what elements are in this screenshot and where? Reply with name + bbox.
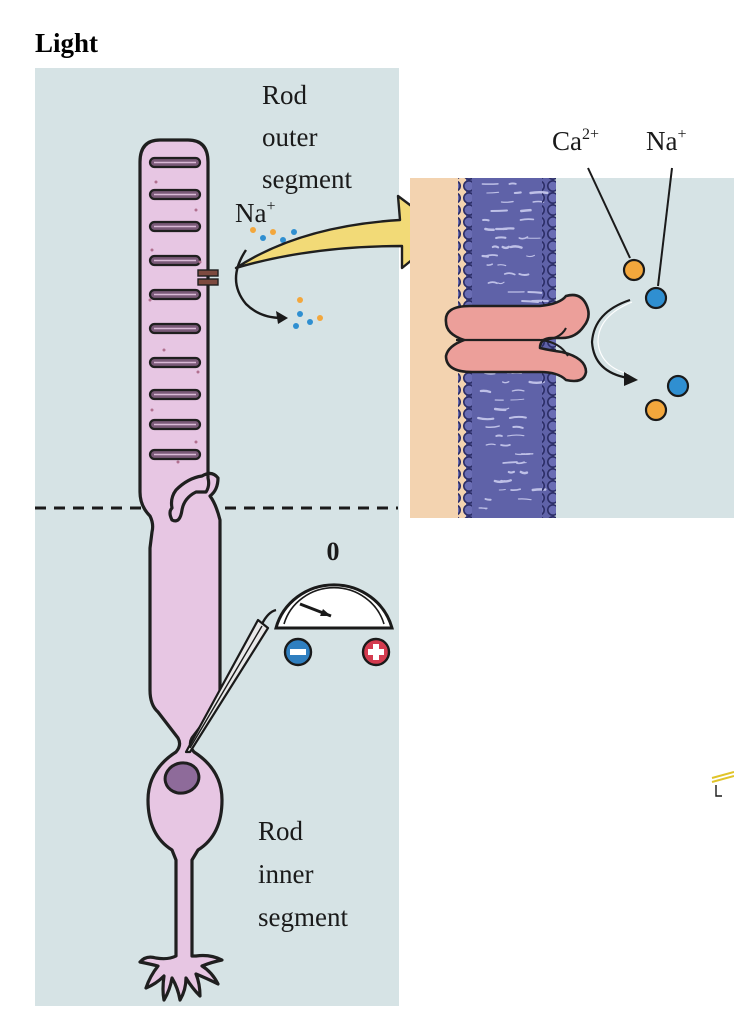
lipid-streak — [501, 245, 510, 250]
lipid-streak — [486, 191, 500, 194]
lipid-streak — [507, 470, 516, 474]
lipid-streak — [502, 227, 515, 231]
lipid-streak — [532, 200, 545, 203]
ca-leader-line — [587, 167, 631, 259]
lipid-streak — [507, 434, 525, 437]
outer-segment-label: Rod outer segment — [262, 80, 352, 194]
voltmeter: 0 — [184, 537, 394, 754]
lipid-streak — [477, 416, 495, 421]
lipid-streak — [497, 264, 507, 267]
lipid-streak — [502, 380, 510, 384]
rod-membrane-channel — [197, 269, 219, 286]
lipid-streak — [503, 272, 516, 276]
lipid-streak — [500, 479, 512, 483]
lipid-streak — [519, 218, 535, 221]
lipid-streak — [484, 498, 492, 501]
sodium-ion-outside — [644, 286, 668, 310]
lipid-streak — [527, 290, 543, 294]
channel-inset — [410, 167, 734, 518]
lipid-streak — [491, 245, 500, 249]
sodium-ion-inside — [666, 374, 690, 398]
lipid-streak — [500, 200, 514, 203]
lipid-streak — [518, 273, 530, 276]
lipid-streak — [497, 281, 505, 285]
lipid-streak — [526, 254, 536, 258]
lipid-streak — [486, 263, 494, 266]
lipid-streak — [528, 380, 545, 385]
lipid-streak — [510, 488, 522, 491]
lipid-streak — [512, 425, 524, 429]
meter-reading: 0 — [327, 537, 340, 566]
lipid-streak — [490, 209, 508, 212]
lipid-streak — [498, 488, 506, 491]
lipid-streak — [508, 415, 527, 419]
lipid-streak — [500, 444, 511, 447]
inset-ion-flow-arrow — [590, 298, 631, 380]
lipid-streak — [509, 245, 523, 249]
cropped-edge-fragment — [711, 771, 734, 797]
lipid-streak — [487, 281, 498, 285]
rod-cell-outline — [138, 138, 224, 1002]
lipid-streak — [508, 182, 517, 185]
lipid-streak — [484, 227, 495, 232]
minus-circle-icon — [283, 637, 313, 667]
lipid-streak — [518, 236, 529, 240]
disc-stack — [148, 156, 202, 461]
ion-flow-arrowhead — [276, 311, 288, 324]
lipid-streak — [493, 407, 507, 412]
lipid-streak — [485, 443, 496, 446]
sodium-label-inset: Na+ — [646, 126, 687, 156]
cng-channel-protein — [444, 293, 590, 383]
rod-cell — [138, 138, 224, 1002]
calcium-label: Ca2+ — [552, 126, 599, 156]
inner-segment-label: Rod inner segment — [258, 816, 348, 932]
lipid-streak — [485, 254, 498, 257]
lipid-streak — [511, 389, 525, 392]
lipid-streak — [485, 425, 500, 428]
lipid-streak — [502, 461, 518, 464]
lipid-streak — [513, 191, 522, 195]
lipid-streak — [495, 236, 507, 240]
ion-dots-inside — [293, 297, 323, 329]
plus-circle-icon — [361, 637, 391, 667]
lipid-streak — [520, 208, 532, 213]
inset-ion-flow-arrowhead — [624, 372, 638, 386]
cytoplasm-speckles — [148, 180, 202, 464]
ion-dots-outside — [250, 227, 297, 243]
lipid-streak — [479, 389, 492, 394]
calcium-ion-inside — [644, 398, 668, 422]
nucleus — [163, 761, 201, 795]
lipid-streak — [519, 470, 529, 475]
lipid-streak — [521, 300, 540, 303]
calcium-ion-outside — [622, 258, 646, 282]
lipid-streak — [481, 254, 489, 258]
figure-title: Light — [35, 28, 98, 58]
na-label-cell: Na+ — [235, 198, 276, 228]
electrode-wire — [260, 608, 277, 625]
lipid-streak — [510, 398, 525, 401]
lipid-streak — [517, 498, 532, 501]
na-leader-line — [657, 167, 673, 287]
